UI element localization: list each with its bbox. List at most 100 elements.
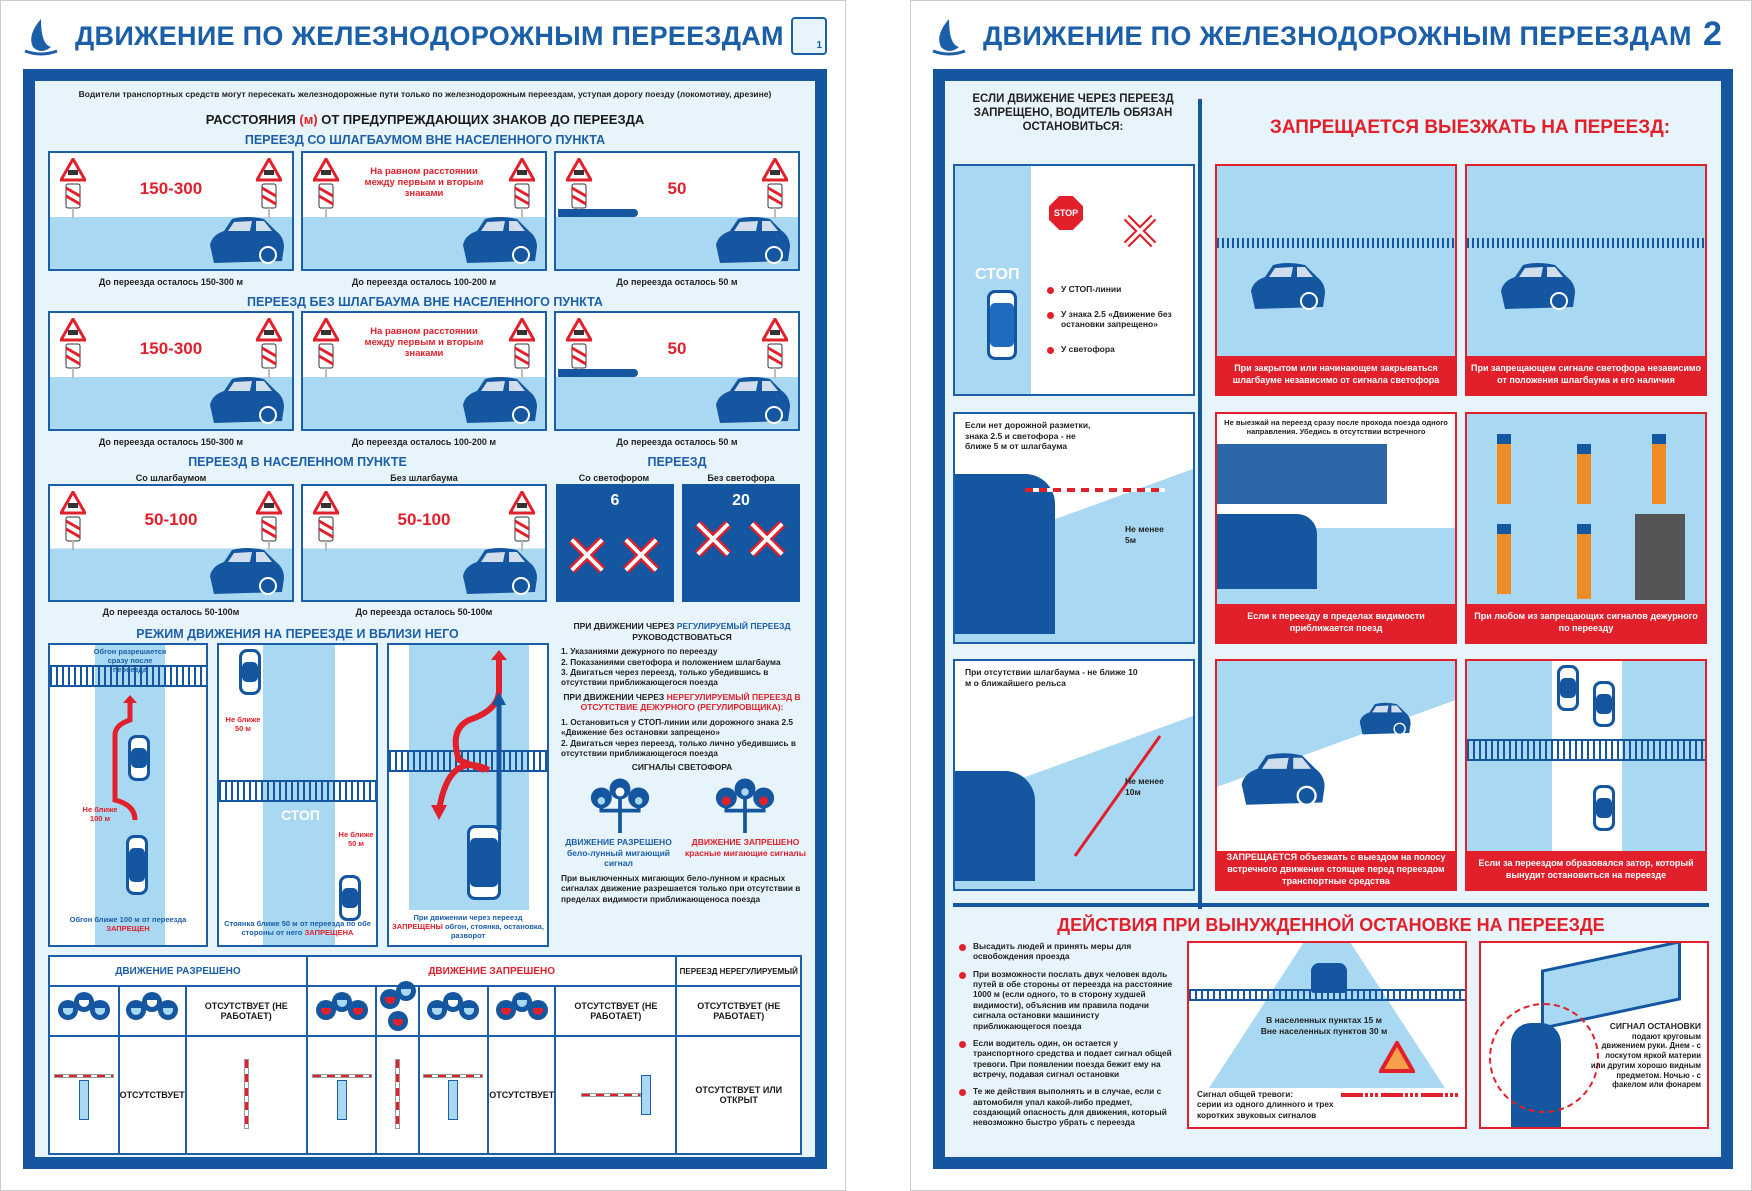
abs [1217, 238, 1455, 248]
abs [1357, 701, 1412, 736]
distance-value: 50-100 [397, 510, 451, 529]
use [210, 548, 284, 594]
div: 1. Остановиться у СТОП-линии или дорожно… [561, 716, 793, 738]
span: Обгон ближе 100 м от переезда [69, 915, 187, 924]
vbar [243, 1059, 249, 1129]
stop-road-text: СТОП [975, 266, 1020, 283]
emergency-list: Высадить людей и принять меры для освобо… [957, 941, 1179, 1135]
td: ОТСУТСТВУЕТ (НЕ РАБОТАЕТ) [184, 985, 308, 1037]
lamp [126, 1000, 147, 1020]
abs [112, 695, 138, 821]
use [716, 217, 790, 263]
use [572, 540, 602, 570]
topcar [339, 875, 361, 921]
path [31, 19, 51, 51]
i [448, 1000, 459, 1007]
td: ОТСУТСТВУЕТ (НЕ РАБОТАЕТ) [675, 985, 802, 1037]
s3-label-1: Со шлагбаумом [135, 473, 207, 483]
div: красные мигающие сигналы [685, 847, 806, 858]
bul: Те же действия выполнять и в случае, есл… [957, 1086, 1179, 1127]
sign-with-signal: 6 [556, 484, 674, 602]
section2-title: ПЕРЕЕЗД БЕЗ ШЛАГБАУМА ВНЕ НАСЕЛЕННОГО ПУ… [247, 295, 603, 309]
forbidden-panel-officer: При любом из запрещающих сигналов дежурн… [1465, 412, 1707, 644]
polygon [492, 692, 506, 705]
post [78, 1080, 89, 1120]
distance-label: Не ближе 50 м [225, 715, 261, 733]
rails [50, 665, 206, 687]
forbidden-panel-jam: Если за переездом образовался затор, кот… [1465, 659, 1707, 891]
bul: Высадить людей и принять меры для освобо… [957, 941, 1179, 962]
distance-note: На равном расстоянии между первым и втор… [364, 326, 484, 359]
bul: У светофора [1045, 344, 1190, 355]
div: 1. Указаниями дежурного по переезду [561, 646, 718, 657]
bul: При возможности послать двух человек вдо… [957, 969, 1179, 1031]
mode-panel-parking: СТОП Не ближе 50 м Не ближе 50 м Стоянка… [217, 643, 378, 947]
alarm-pattern [1341, 1093, 1459, 1097]
post [640, 1075, 651, 1115]
no-marking-text: Если нет дорожной разметки, знака 2.5 и … [965, 420, 1091, 452]
lamp [73, 992, 94, 1012]
span: При движении через переезд [413, 913, 523, 922]
topcar [1593, 785, 1615, 831]
right-poster: ДВИЖЕНИЕ ПО ЖЕЛЕЗНОДОРОЖНЫМ ПЕРЕЕЗДАМ 2 … [910, 0, 1752, 1191]
caption: ЗАПРЕЩАЕТСЯ объезжать с выездом на полос… [1217, 851, 1455, 889]
use [463, 217, 537, 263]
train-note: Не выезжай на переезд сразу после проход… [1224, 418, 1448, 437]
td [305, 1035, 378, 1155]
car [712, 375, 792, 425]
abs [1489, 1003, 1599, 1113]
use [463, 548, 537, 594]
use [1501, 263, 1575, 309]
use [716, 377, 790, 423]
s1-caption-1: До переезда осталось 150-300 м [98, 277, 244, 287]
use [1242, 753, 1325, 805]
td: ПЕРЕЕЗД НЕРЕГУЛИРУЕМЫЙ [675, 955, 802, 987]
s2-caption-1: До переезда осталось 150-300 м [98, 437, 244, 447]
div: подают круговым движением руки. Днем - с… [1590, 1031, 1701, 1090]
use [210, 217, 284, 263]
rails [219, 780, 376, 802]
distance-label: Не ближе 100 м [82, 805, 118, 823]
i [532, 1008, 543, 1015]
overtake-note: Обгон разрешается сразу после переезда [93, 647, 167, 674]
signal-forbidden-icon [715, 778, 774, 833]
s3-panel-2: 50-100 [301, 484, 547, 602]
span: РУКОВОДСТВОВАТЬСЯ [632, 631, 732, 642]
signals-title: СИГНАЛЫ СВЕТОФОРА [631, 762, 733, 773]
use [752, 524, 782, 554]
mode-panel-overtaking: Обгон разрешается сразу после переезда Н… [48, 643, 208, 947]
s3-panel-1: 50-100 [48, 484, 294, 602]
lamp [315, 1000, 336, 1020]
forbidden-title: ЗАПРЕЩАЕТСЯ ВЫЕЗЖАТЬ НА ПЕРЕЕЗД: [1269, 117, 1671, 138]
distance-label: Не ближе 50 м [338, 830, 374, 848]
stop-list: У СТОП-линии У знака 2.5 «Движение без о… [1045, 284, 1190, 362]
svg [24, 19, 58, 56]
div: В населенных пунктах 15 м [1266, 1015, 1382, 1025]
bul: У знака 2.5 «Движение без остановки запр… [1045, 309, 1190, 330]
td [48, 1035, 120, 1155]
distance-value: 50 [667, 339, 687, 358]
barrier [423, 1073, 484, 1078]
span: РАССТОЯНИЯ [205, 112, 300, 127]
abs [1497, 524, 1511, 594]
car [459, 375, 539, 425]
span: ОТ ПРЕДУПРЕЖДАЮЩИХ ЗНАКОВ ДО ПЕРЕЕЗДА [317, 112, 645, 127]
use [1126, 217, 1153, 244]
abs [1577, 444, 1591, 504]
svg [932, 19, 966, 56]
polygon [123, 695, 137, 703]
section3-title: ПЕРЕЕЗД В НАСЕЛЕННОМ ПУНКТЕ [188, 455, 407, 469]
intro-text: Водители транспортных средств могут пере… [78, 89, 772, 99]
emergency-title: ДЕЙСТВИЯ ПРИ ВЫНУЖДЕННОЙ ОСТАНОВКЕ НА ПЕ… [1057, 915, 1605, 935]
path [452, 655, 502, 773]
car [712, 215, 792, 265]
lamp [379, 989, 400, 1009]
circle [597, 797, 605, 805]
warning-triangle-icon [1379, 1041, 1415, 1073]
